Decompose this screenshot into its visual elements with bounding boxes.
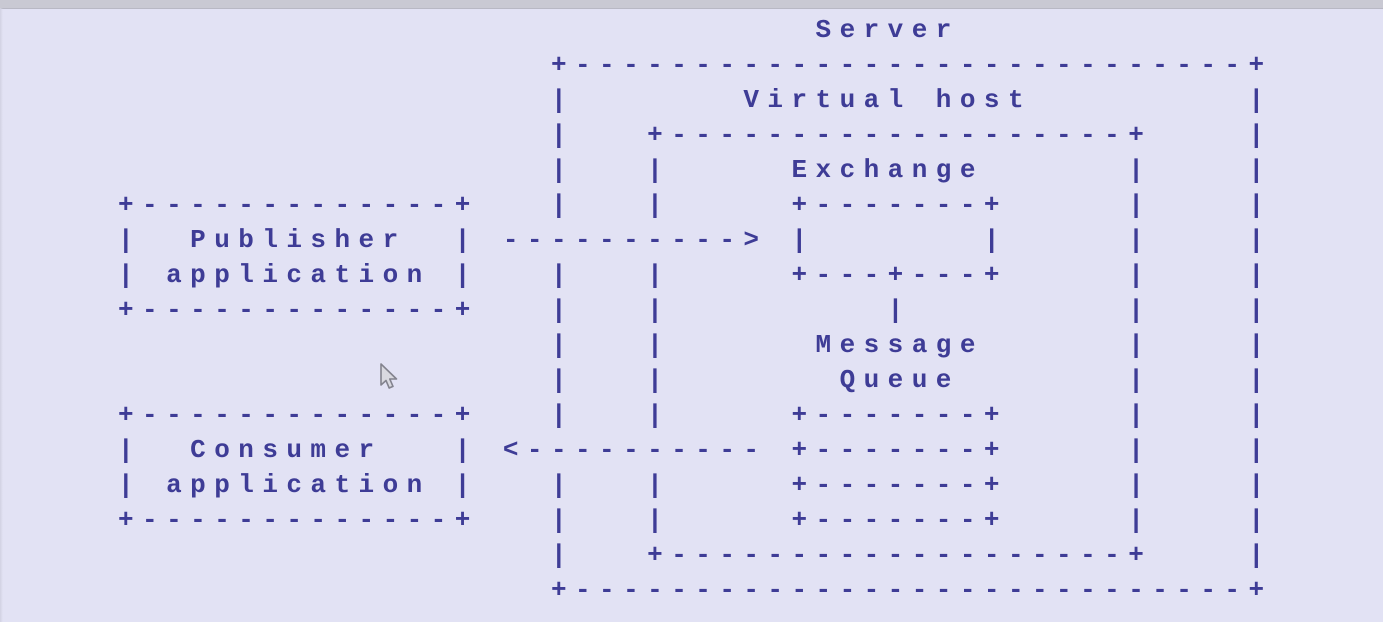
window-left-edge [0, 8, 3, 622]
publisher-application-box [118, 188, 479, 328]
consumer-application-box [118, 398, 479, 538]
message-queue-box [791, 398, 1008, 538]
publish-arrow [503, 223, 768, 258]
ascii-diagram: Server +----------------------------+ | … [118, 15, 1273, 605]
window-top-edge [0, 0, 1383, 9]
exchange-box [791, 188, 1008, 293]
consume-arrow [503, 433, 768, 468]
